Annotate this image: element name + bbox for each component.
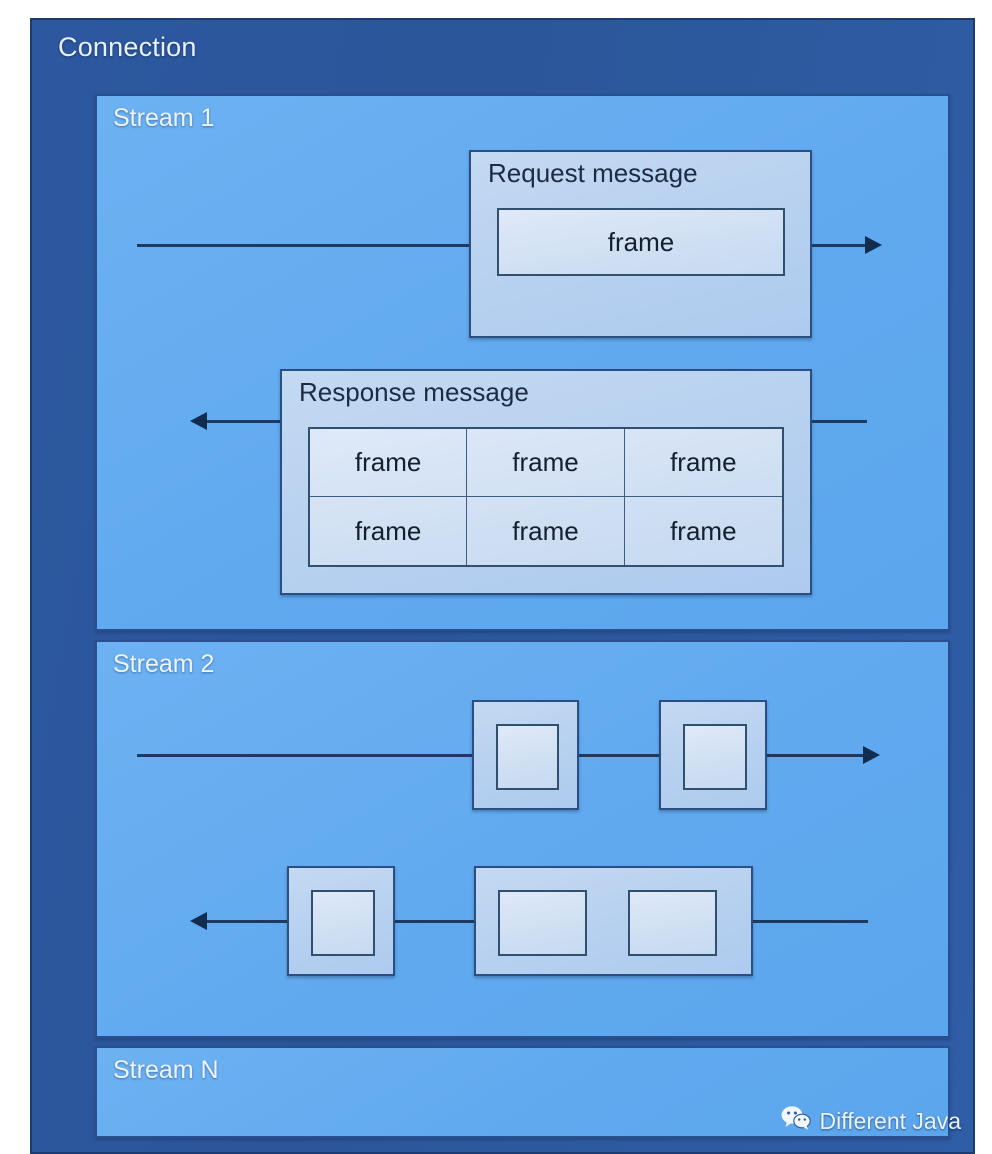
request-frame-cell: frame: [497, 208, 785, 276]
stream2-request-message-box-1: [472, 700, 579, 810]
request-flow-line-right: [812, 244, 867, 247]
wechat-icon: [781, 1106, 811, 1136]
response-frame-grid: frame frame frame frame frame frame: [308, 427, 784, 567]
stream2-request-line-1: [137, 754, 472, 757]
response-flow-line-right: [812, 420, 867, 423]
stream-panel-2: Stream 2: [95, 640, 950, 1038]
request-flow-line-left: [137, 244, 469, 247]
stream2-response-message-box-2: [474, 866, 753, 976]
watermark-text: Different Java: [819, 1107, 961, 1134]
stream2-request-frame-1: [496, 724, 559, 790]
stream2-response-line-1: [207, 920, 287, 923]
stream-n-label: Stream N: [113, 1056, 219, 1084]
stream2-request-line-3: [767, 754, 865, 757]
stream2-response-line-2: [394, 920, 474, 923]
response-frame-cell: frame: [467, 429, 625, 497]
stream-1-label: Stream 1: [113, 104, 215, 132]
stream2-response-message-box-1: [287, 866, 395, 976]
stream2-request-message-box-2: [659, 700, 767, 810]
stream2-request-frame-2: [683, 724, 747, 790]
response-flow-line-left: [207, 420, 282, 423]
request-message-title: Request message: [488, 158, 698, 188]
stream2-request-line-2: [579, 754, 659, 757]
stream2-request-arrowhead-icon: [863, 746, 880, 764]
response-frame-cell: frame: [310, 497, 468, 565]
response-arrowhead-icon: [190, 412, 207, 430]
connection-title: Connection: [58, 32, 197, 62]
stream2-response-frame-1: [311, 890, 375, 956]
response-frame-cell: frame: [624, 429, 782, 497]
response-message-title: Response message: [299, 377, 529, 407]
stream2-response-line-3: [753, 920, 868, 923]
response-frame-cell: frame: [467, 497, 625, 565]
response-frame-cell: frame: [670, 515, 737, 546]
request-arrowhead-icon: [865, 236, 882, 254]
request-message-box: Request message frame: [469, 150, 812, 338]
watermark: Different Java: [781, 1106, 961, 1136]
connection-panel: Connection Stream 1 Request message fram…: [30, 18, 975, 1154]
response-message-box: Response message frame frame frame frame…: [280, 369, 812, 595]
stream-panel-1: Stream 1 Request message frame Response …: [95, 94, 950, 631]
stream2-response-frame-2a: [498, 890, 587, 956]
stream-panel-n: Stream N: [95, 1046, 950, 1138]
response-frame-cell: frame: [310, 429, 468, 497]
stream-2-label: Stream 2: [113, 650, 215, 678]
stream2-response-frame-2b: [628, 890, 717, 956]
stream2-response-arrowhead-icon: [190, 912, 207, 930]
